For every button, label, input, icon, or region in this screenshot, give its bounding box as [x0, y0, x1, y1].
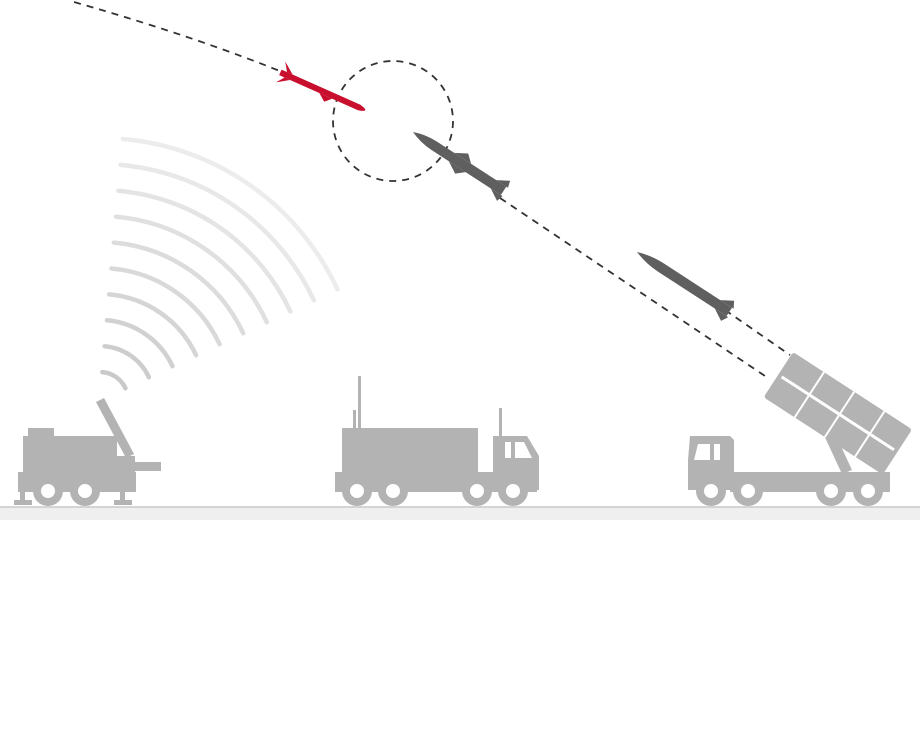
launcher-truck-icon [688, 353, 911, 506]
radar-wave [109, 266, 222, 347]
trajectories [73, 1, 791, 379]
radar-waves [100, 136, 340, 391]
radar-wave [120, 136, 340, 292]
radar-wave [118, 162, 317, 303]
interceptor-missile-icon [637, 252, 735, 321]
cruise-missile-icon [275, 61, 366, 111]
command-truck-details [350, 442, 532, 498]
intercept-zone [332, 60, 454, 182]
interceptor-2-trajectory [724, 309, 791, 356]
incoming-trajectory [73, 1, 293, 77]
radar-truck-wheels [41, 484, 92, 498]
radar-wave [104, 318, 175, 369]
ground [0, 506, 920, 520]
radar-wave [106, 292, 199, 358]
interceptor-1-trajectory [499, 197, 769, 379]
radar-wave [116, 188, 293, 314]
radar-wave [113, 214, 270, 325]
interceptor-missile-icon [413, 132, 511, 201]
radar-wave [100, 369, 128, 391]
launcher-truck-details [694, 371, 895, 498]
radar-wave [102, 343, 152, 380]
ground-band [0, 507, 920, 520]
radar-wave [111, 240, 246, 336]
